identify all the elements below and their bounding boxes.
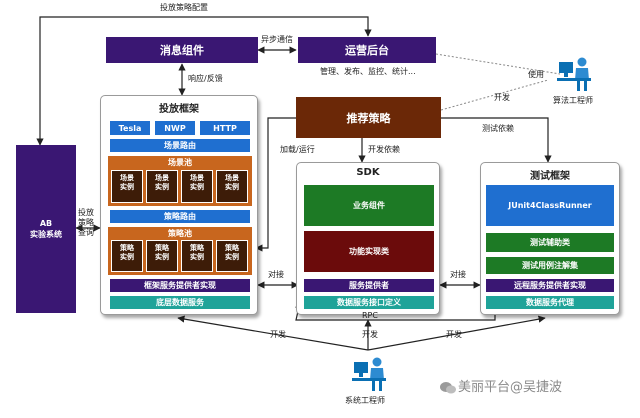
tab-http[interactable]: HTTP <box>200 121 250 135</box>
data-service-proxy[interactable]: 数据服务代理 <box>486 296 614 309</box>
system-engineer-label: 系统工程师 <box>345 396 385 405</box>
framework-title: 投放框架 <box>159 104 199 115</box>
test-dependency-label: 测试依赖 <box>482 124 514 133</box>
load-run-label: 加载/运行 <box>280 145 315 154</box>
scene-instance[interactable]: 场景 实例 <box>216 170 248 203</box>
dock-right-label: 对接 <box>450 270 466 279</box>
test-annotation-set[interactable]: 测试用例注解集 <box>486 257 614 274</box>
tab-nwp[interactable]: NWP <box>155 121 195 135</box>
develop-right-label: 开发 <box>446 330 462 339</box>
test-framework-title: 测试框架 <box>530 171 570 182</box>
config-label: 投放策略配置 <box>160 3 208 12</box>
strategy-instance[interactable]: 策略 实例 <box>216 240 248 272</box>
ops-backend[interactable]: 运营后台 <box>298 37 436 63</box>
response-label: 响应/反馈 <box>188 74 223 83</box>
scene-instance[interactable]: 场景 实例 <box>146 170 178 203</box>
tab-tesla[interactable]: Tesla <box>110 121 150 135</box>
remote-provider-impl[interactable]: 远程服务提供者实现 <box>486 279 614 292</box>
scene-pool-title: 场景池 <box>168 158 192 167</box>
strategy-route[interactable]: 策略路由 <box>110 210 250 223</box>
sdk-title: SDK <box>356 167 380 178</box>
junit-runner[interactable]: JUnit4ClassRunner <box>486 185 614 226</box>
strategy-instance[interactable]: 策略 实例 <box>111 240 143 272</box>
strategy-instance[interactable]: 策略 实例 <box>181 240 213 272</box>
system-engineer-icon <box>352 357 386 391</box>
algorithm-engineer-icon <box>557 57 591 91</box>
watermark: 美丽平台@吴捷波 <box>458 380 563 395</box>
recommend-strategy[interactable]: 推荐策略 <box>296 97 441 138</box>
scene-route[interactable]: 场景路由 <box>110 139 250 152</box>
framework-provider-impl[interactable]: 框架服务提供者实现 <box>110 279 250 292</box>
scene-instance[interactable]: 场景 实例 <box>111 170 143 203</box>
async-label: 异步通信 <box>261 35 293 44</box>
message-component[interactable]: 消息组件 <box>106 37 258 63</box>
algorithm-engineer-label: 算法工程师 <box>553 96 593 105</box>
strategy-instance[interactable]: 策略 实例 <box>146 240 178 272</box>
dock-left-label: 对接 <box>268 270 284 279</box>
data-service-interface[interactable]: 数据服务接口定义 <box>304 296 434 309</box>
use-label: 使用 <box>528 70 544 79</box>
rpc-label: RPC <box>362 311 378 320</box>
function-impl-class[interactable]: 功能实现类 <box>304 231 434 272</box>
ab-system[interactable]: AB 实验系统 <box>16 145 76 313</box>
develop-left-label: 开发 <box>270 330 286 339</box>
service-provider[interactable]: 服务提供者 <box>304 279 434 292</box>
develop-mid-label: 开发 <box>362 330 378 339</box>
strategy-pool-title: 策略池 <box>168 229 192 238</box>
test-helper-class[interactable]: 测试辅助类 <box>486 233 614 252</box>
business-component[interactable]: 业务组件 <box>304 185 434 226</box>
scene-instance[interactable]: 场景 实例 <box>181 170 213 203</box>
dev-dependency-label: 开发依赖 <box>368 145 400 154</box>
wechat-icon <box>440 382 456 394</box>
develop-algo-label: 开发 <box>494 93 510 102</box>
ab-query-label: 投放 策略 查询 <box>78 208 94 237</box>
ops-features: 管理、发布、监控、统计... <box>320 67 416 76</box>
base-data-service[interactable]: 底层数据服务 <box>110 296 250 309</box>
